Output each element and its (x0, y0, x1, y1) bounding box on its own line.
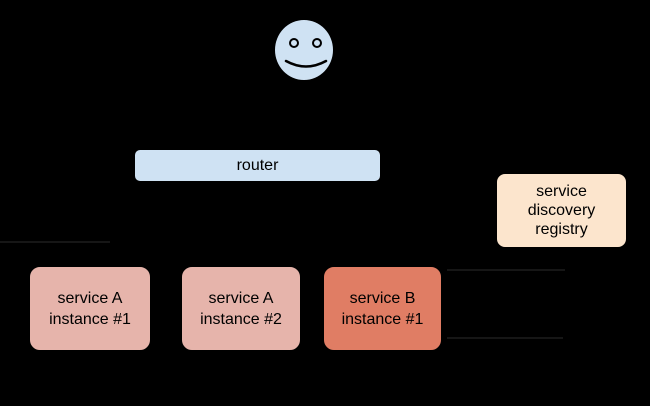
service-a-instance-2-node: service A instance #2 (180, 265, 302, 352)
service-label-line1: service A (208, 289, 274, 307)
router-node: router (133, 148, 382, 183)
service-a-instance-1-node: service A instance #1 (28, 265, 152, 352)
service-label-line1: service B (349, 289, 416, 307)
registry-label-line1: service (536, 183, 587, 200)
router-label: router (236, 156, 279, 174)
service-b-instance-1-node: service B instance #1 (322, 265, 443, 352)
service-label-line2: instance #2 (200, 310, 282, 328)
service-label-line2: instance #1 (49, 310, 131, 328)
smiley-right-eye-icon (312, 38, 322, 48)
service-discovery-registry-node: service discovery registry (495, 172, 628, 249)
registry-label-line2: discovery (527, 202, 596, 219)
service-label-line2: instance #1 (341, 310, 424, 328)
registry-label-line3: registry (535, 221, 588, 238)
client-smiley-icon (273, 18, 335, 82)
smiley-left-eye-icon (289, 38, 299, 48)
smiley-mouth-icon (284, 59, 328, 68)
service-label-line1: service A (57, 289, 123, 307)
